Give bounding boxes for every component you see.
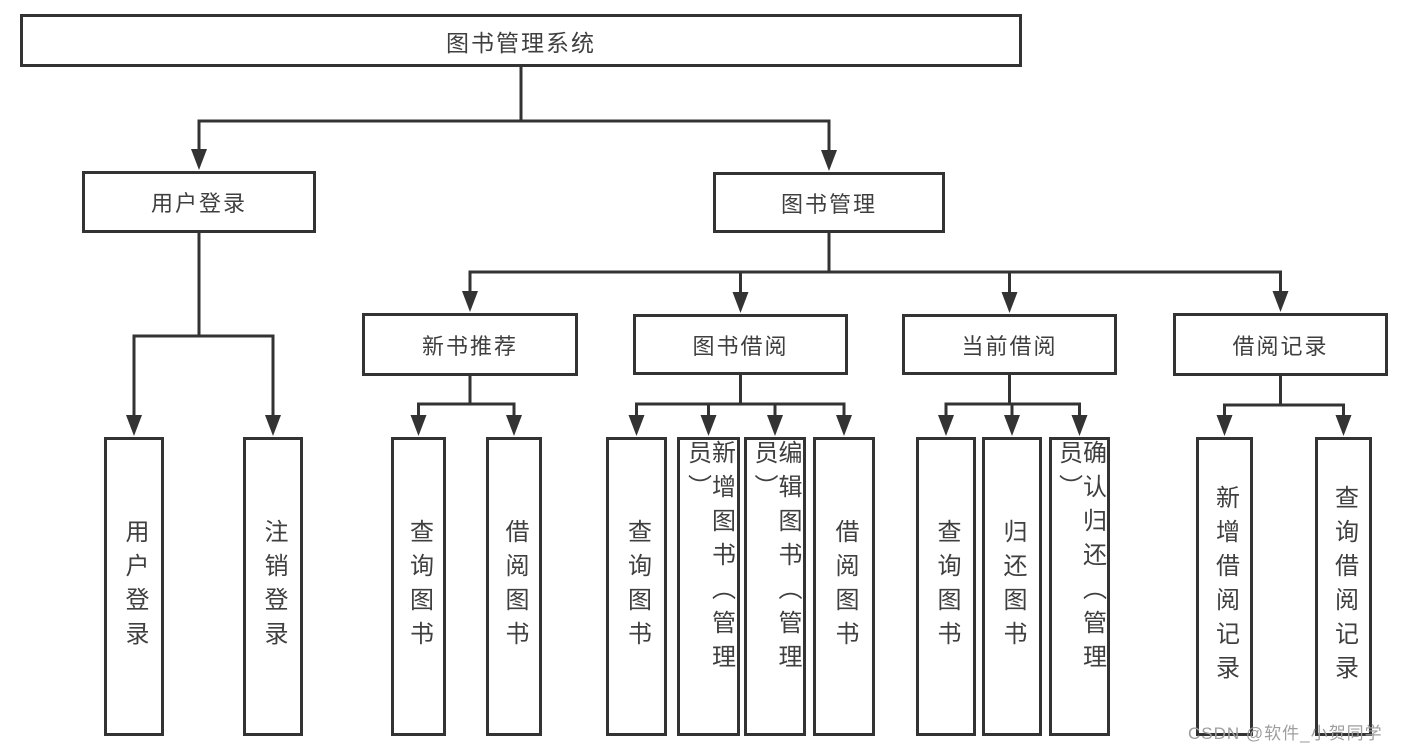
node-label-confirm-return-admin: 确认归还（管理员）	[1054, 440, 1106, 678]
node-label-logout-action: 注销登录	[260, 518, 287, 655]
node-label-query-books-rec: 查询图书	[405, 518, 433, 655]
arrowhead-icon	[1335, 415, 1352, 436]
node-add-borrow-record: 新增借阅记录	[1196, 437, 1253, 736]
node-label-borrow-books-borrow: 借阅图书	[831, 518, 858, 655]
node-confirm-return-admin: 确认归还（管理员）	[1049, 437, 1110, 736]
node-book-borrow: 图书借阅	[633, 314, 848, 375]
arrowhead-icon	[628, 415, 645, 436]
node-label-edit-books-admin: 编辑图书（管理员）	[750, 440, 801, 678]
node-label-root: 图书管理系统	[446, 29, 596, 56]
node-logout-action: 注销登录	[243, 437, 303, 736]
arrowhead-icon	[506, 415, 522, 436]
node-query-borrow-record: 查询借阅记录	[1315, 437, 1372, 736]
arrowhead-icon	[938, 415, 954, 436]
arrowhead-icon	[126, 415, 142, 436]
node-borrow-books-borrow: 借阅图书	[813, 437, 875, 736]
node-new-book-rec: 新书推荐	[362, 313, 578, 376]
node-label-add-borrow-record: 新增借阅记录	[1211, 484, 1239, 689]
node-query-books-current: 查询图书	[916, 437, 976, 736]
node-label-book-borrow: 图书借阅	[692, 333, 789, 359]
node-query-books-rec: 查询图书	[391, 437, 446, 736]
node-label-book-mgmt: 图书管理	[780, 191, 877, 217]
node-label-borrow-books-rec: 借阅图书	[501, 518, 528, 655]
arrowhead-icon	[1004, 415, 1020, 436]
arrowhead-icon	[767, 415, 783, 436]
node-label-current-borrow: 当前借阅	[961, 333, 1058, 359]
watermark-text: CSDN @软件_小贺同学	[1188, 724, 1383, 743]
node-label-new-book-rec: 新书推荐	[421, 333, 518, 359]
node-label-query-books-borrow: 查询图书	[623, 518, 651, 655]
arrowhead-icon	[1001, 292, 1018, 313]
node-label-user-login-action: 用户登录	[121, 518, 148, 655]
arrowhead-icon	[265, 415, 281, 436]
node-current-borrow: 当前借阅	[902, 314, 1117, 375]
arrowhead-icon	[410, 415, 427, 436]
arrowhead-icon	[1216, 415, 1233, 436]
node-root: 图书管理系统	[20, 14, 1022, 67]
node-query-books-borrow: 查询图书	[606, 437, 667, 736]
node-label-user-login: 用户登录	[150, 191, 247, 216]
node-label-borrow-record: 借阅记录	[1232, 333, 1329, 359]
node-book-mgmt: 图书管理	[713, 172, 945, 233]
arrowhead-icon	[836, 415, 852, 436]
node-user-login: 用户登录	[82, 171, 316, 233]
arrowhead-icon	[732, 292, 749, 313]
arrowhead-icon	[700, 415, 717, 436]
node-edit-books-admin: 编辑图书（管理员）	[744, 437, 806, 736]
node-label-query-books-current: 查询图书	[933, 518, 960, 655]
arrowhead-icon	[462, 291, 478, 312]
node-label-query-borrow-record: 查询借阅记录	[1330, 484, 1358, 689]
node-label-add-books-admin: 新增图书（管理员）	[683, 440, 735, 678]
arrowhead-icon	[1272, 291, 1289, 312]
node-return-books: 归还图书	[982, 437, 1042, 736]
arrowhead-icon	[821, 150, 837, 171]
node-user-login-action: 用户登录	[104, 437, 164, 736]
arrowhead-icon	[1071, 415, 1088, 436]
node-borrow-record: 借阅记录	[1173, 313, 1388, 376]
node-label-return-books: 归还图书	[999, 518, 1026, 655]
node-borrow-books-rec: 借阅图书	[486, 437, 542, 736]
arrowhead-icon	[191, 149, 207, 170]
node-add-books-admin: 新增图书（管理员）	[677, 437, 740, 736]
